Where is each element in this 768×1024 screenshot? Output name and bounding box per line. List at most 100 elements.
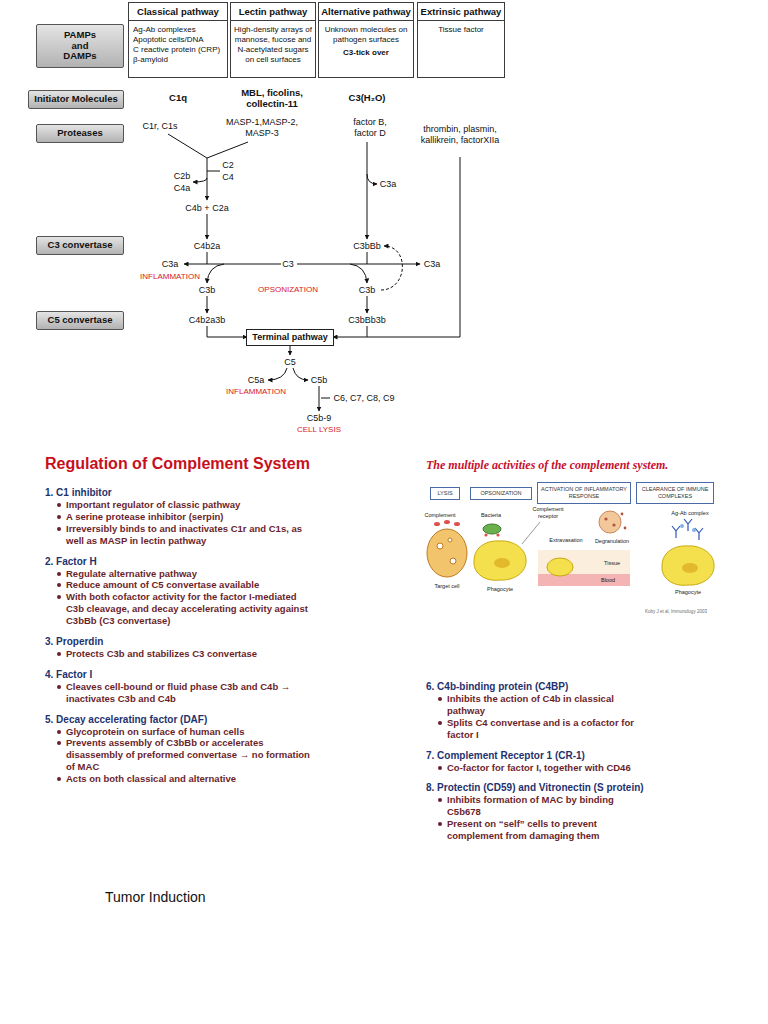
bullet-text: Splits C4 convertase and is a cofactor f… [426,717,647,741]
flow-label: C1r, C1s [142,121,177,132]
node-heading: Alternative pathway [319,3,413,21]
flow-label: C4a [174,183,191,194]
flow-label: C3b [359,285,376,296]
activity-box: LYSIS [430,487,460,500]
flow-arrow [319,386,320,411]
bullet-text: Present on “self” cells to prevent compl… [426,818,647,842]
bullet-text: A serine protease inhibitor (serpin) [45,511,316,523]
flow-label: C4 [222,172,234,183]
bullet-text: Regulate alternative pathway [45,568,316,580]
antibody [684,519,692,531]
flow-line [367,252,368,264]
flow-label: C4b2a3b [189,315,226,326]
node-body: C reactive protein (CRP) [129,45,227,55]
bullet-dot [57,527,61,531]
antibody [695,528,703,540]
effect-label: INFLAMMATION [140,272,200,282]
node-heading: Initiator Molecules [34,94,117,105]
bullet-text: Cleaves cell-bound or fluid phase C3b an… [45,681,316,705]
flow-arrow [297,264,420,265]
list-heading: 7. Complement Receptor 1 (CR-1) [426,750,711,762]
bullet-text: Important regulator of classic pathway [45,499,316,511]
flow-arrow [193,178,207,182]
bullet-text: Glycoprotein on surface of human cells [45,726,316,738]
list-heading: 6. C4b-binding protein (C4BP) [426,681,711,693]
bullet-dot [438,766,442,770]
phagocyte-nucleus [682,563,698,573]
bullet-dot [57,777,61,781]
antigen [692,528,696,532]
flow-label: C5a [248,375,265,386]
node-body: C3-tick over [319,48,413,58]
node-heading: Lectin pathway [231,3,315,21]
flow-arrow [333,157,460,337]
granule [621,513,624,516]
list-column: 6. C4b-binding protein (C4BP)Inhibits th… [426,681,711,842]
initiator-label: C1q [169,92,187,103]
effect-label: CELL LYSIS [297,425,341,435]
node-body: Apoptotic cells/DNA [129,35,227,45]
bullet-dot [57,595,61,599]
effect-label: INFLAMMATION [226,387,286,397]
flow-arrow [293,368,308,380]
bullet-text: Protects C3b and stabilizes C3 convertas… [45,648,316,660]
flow-label: C4b + C2a [185,203,228,214]
flow-label: C3 [282,259,294,270]
node-body: High-density arrays of mannose, fucose a… [231,21,315,65]
bullet-dot [438,697,442,701]
flow-label: thrombin, plasmin, kallikrein, factorXII… [415,124,505,146]
node-heading: LYSIS [437,490,452,497]
flow-label: C2 [222,160,234,171]
flow-label: C3a [380,179,397,190]
flow-label: C3a [162,259,179,270]
bullet-dot [57,685,61,689]
list-heading: 5. Decay accelerating factor (DAF) [45,714,337,726]
phagocyte-nucleus [494,558,510,568]
bullet-dot [438,721,442,725]
leader-line [522,522,540,544]
complement-protein [444,520,450,524]
bullet-text: Inhibits formation of MAC by binding C5b… [426,794,647,818]
bullet-dot [57,503,61,507]
node-heading: CLEARANCE OF IMMUNE COMPLEXES [640,486,710,499]
bullet-text: Co-factor for factor I, together with CD… [426,762,647,774]
figure-credit: Kuby J et al, Immunology 2003 [645,609,707,614]
flow-label: C3bBb [353,241,381,252]
figure-label: Tissue [604,560,620,567]
effect-label: OPSONIZATION [258,285,318,295]
flow-label: C3a [424,259,441,270]
figure-label: Extravasation [549,537,582,544]
figure-title: The multiple activities of the complemen… [426,458,668,472]
slide-title: Regulation of Complement System [45,455,310,473]
complement-protein [454,522,460,526]
list-heading: 3. Properdin [45,636,337,648]
flow-line [207,252,208,264]
node-body: Ag-Ab complexes [129,21,227,35]
row-label-box: PAMPs and DAMPs [36,24,124,68]
flow-line [321,398,330,399]
node-body: β-amyloid [129,55,227,65]
bullet-text: Irreversibly binds to and inactivates C1… [45,523,316,547]
flow-label: C4b2a [194,241,221,252]
pathway-box: Alternative pathwayUnknown molecules on … [318,2,414,78]
flow-arrow [207,326,247,337]
flow-line [367,326,368,337]
list-heading: 4. Factor I [45,669,337,681]
bullet-dot [57,730,61,734]
figure-label: Bacteria [481,512,501,519]
flow-arrow [367,174,377,184]
list-heading: 8. Protectin (CD59) and Vitronectin (S p… [426,782,711,794]
flow-label: C6, C7, C8, C9 [333,393,394,404]
node-body: Tissue factor [418,21,504,35]
mast-cell [599,511,621,533]
initiator-label: MBL, ficolins, collectin-11 [235,87,309,110]
flow-label: factor B, factor D [345,117,395,139]
membrane-pore [437,543,443,549]
feedback-arrow [381,246,402,290]
bullet-text: Prevents assembly of C3bBb or accelerate… [45,737,316,773]
bullet-text: Acts on both classical and alternative [45,773,316,785]
row-label-box: C3 convertase [36,236,124,255]
bullet-dot [57,515,61,519]
flow-arrow [367,142,368,239]
complement-protein [484,533,487,536]
